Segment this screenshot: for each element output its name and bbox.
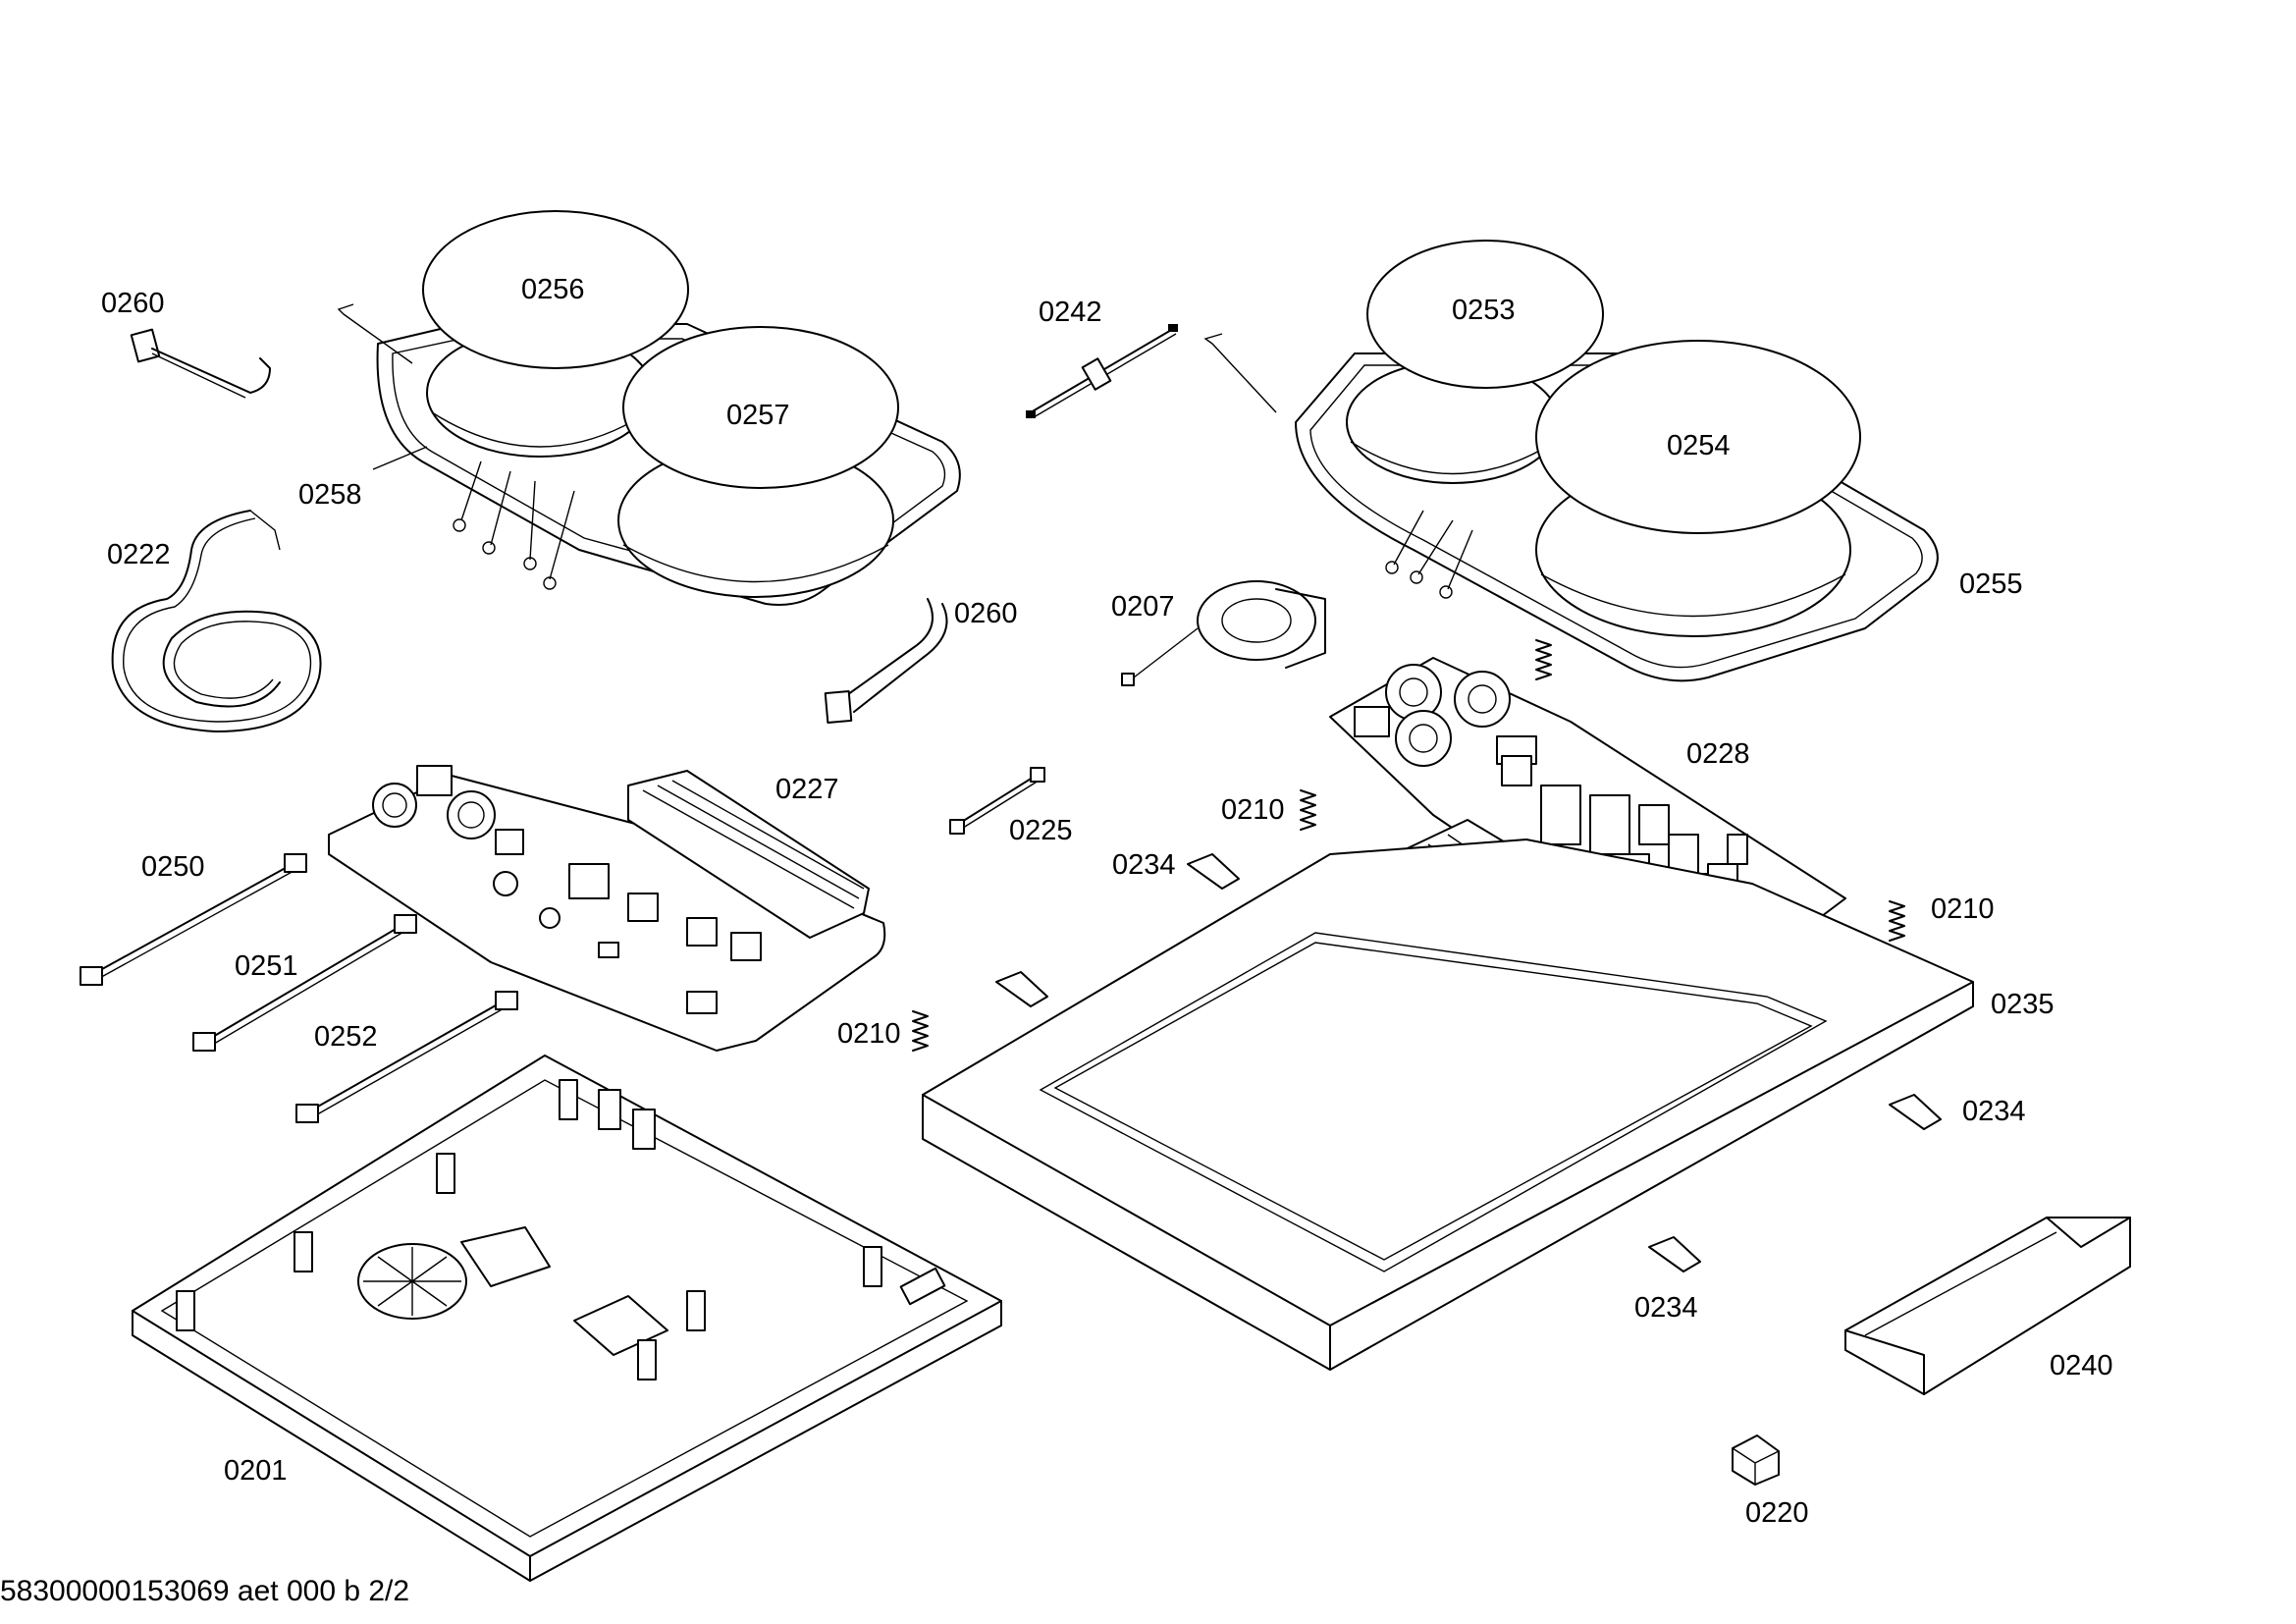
coiled-cable-0222 [111,510,322,732]
hob-plate-0257 [622,326,899,489]
spring-0210-a [1300,789,1316,831]
label-0254: 0254 [1667,430,1731,461]
label-0260-left: 0260 [101,288,165,319]
label-0225: 0225 [1009,815,1073,846]
label-0235: 0235 [1991,989,2055,1020]
label-0234-a: 0234 [1112,849,1176,881]
right-hob-tray [1203,333,1939,682]
frame-0235 [922,839,1974,1371]
ribbon-cable-0252 [295,991,518,1123]
label-0255: 0255 [1959,568,2023,600]
label-0256: 0256 [521,274,585,305]
ribbon-cable-0250 [80,853,307,986]
fan-0207 [1121,580,1326,686]
label-0258: 0258 [298,479,362,511]
label-0220: 0220 [1745,1497,1809,1529]
label-0260-middle: 0260 [954,598,1018,629]
clip-near-frame [995,971,1048,1007]
hob-plate-0256 [422,210,689,369]
hob-plate-0253 [1366,240,1604,389]
spring-top-right [1535,639,1552,680]
clip-0234-a [1187,853,1240,890]
label-0250: 0250 [141,851,205,883]
housing-0201 [132,1055,1002,1582]
label-0234-b: 0234 [1962,1096,2026,1127]
label-0222: 0222 [107,539,171,570]
cable-0225 [949,767,1045,835]
label-0253: 0253 [1452,295,1516,326]
spring-0210-b [1889,900,1905,942]
ribbon-cable-0251 [192,914,417,1052]
label-0201: 0201 [224,1455,288,1487]
label-0242: 0242 [1039,297,1102,328]
label-0228: 0228 [1686,738,1750,770]
spring-0210-c [912,1010,929,1052]
cable-0260-left [130,328,271,399]
pcb-0227 [328,765,886,1052]
cap-0220 [1732,1435,1780,1486]
left-hob-tray [337,303,961,606]
label-0240: 0240 [2050,1350,2113,1381]
label-0252: 0252 [314,1021,378,1053]
label-0210-c: 0210 [837,1018,901,1050]
bracket-0240 [1844,1217,2131,1395]
cable-0260-middle [824,598,948,724]
cable-0242 [1026,324,1178,418]
label-0210-a: 0210 [1221,794,1285,826]
label-0257: 0257 [726,400,790,431]
label-0207: 0207 [1111,591,1175,623]
clip-0234-c [1648,1236,1701,1272]
leader-line-0258 [372,446,428,470]
label-0251: 0251 [235,950,298,982]
footer-document-id: 58300000153069 aet 000 b 2/2 [0,1575,409,1607]
label-0234-c: 0234 [1634,1292,1698,1324]
label-0227: 0227 [775,774,839,805]
hob-plate-0254 [1535,340,1861,534]
clip-0234-b [1889,1094,1942,1130]
label-0210-b: 0210 [1931,893,1995,925]
